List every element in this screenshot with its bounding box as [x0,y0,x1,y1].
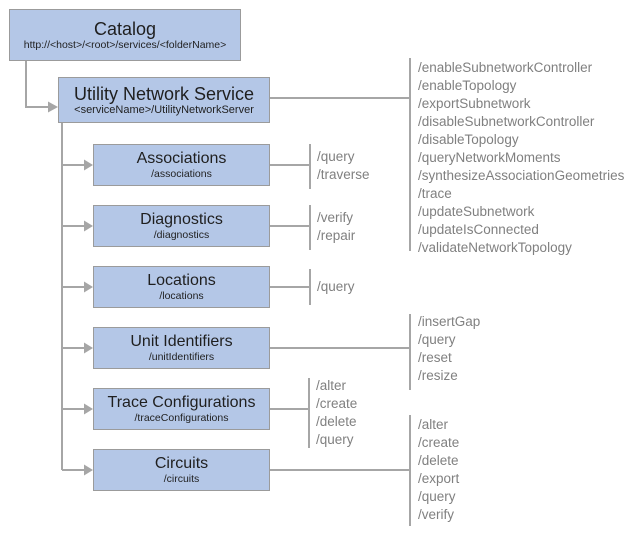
node-diagnostics: Diagnostics /diagnostics [93,205,270,247]
node-unit-identifiers: Unit Identifiers /unitIdentifiers [93,327,270,369]
connector-catalog-to-service [25,61,48,108]
operation-label: /queryNetworkMoments [418,150,561,165]
node-associations-title: Associations [136,150,227,167]
node-catalog-title: Catalog [93,18,157,39]
node-associations: Associations /associations [93,144,270,186]
arrowhead-associations [84,159,93,171]
operation-label: /verify [418,507,455,522]
operations-list-diagnostics: /verify/repair [317,209,355,245]
node-utility-network-service: Utility Network Service <serviceName>/Ut… [58,77,270,123]
node-trace-configurations-title: Trace Configurations [107,394,256,411]
operation-label: /delete [418,453,459,468]
node-circuits-title: Circuits [154,455,209,472]
node-trace-configurations: Trace Configurations /traceConfiguration… [93,388,270,430]
node-diagnostics-title: Diagnostics [140,211,223,228]
operation-label: /trace [418,186,452,201]
operation-label: /alter [418,417,449,432]
operation-label: /query [418,489,456,504]
operation-label: /export [418,471,460,486]
node-associations-subtitle: /associations [151,168,212,180]
operation-label: /synthesizeAssociationGeometries [418,168,625,183]
operation-label: /disableSubnetworkController [418,114,595,129]
node-unit-identifiers-title: Unit Identifiers [130,333,233,350]
arrowhead-service [48,101,58,113]
operation-label: /enableSubnetworkController [418,60,593,75]
operation-label: /updateIsConnected [418,222,539,237]
node-circuits-subtitle: /circuits [163,473,200,485]
operation-label: /insertGap [418,314,481,329]
operation-label: /verify [317,210,354,225]
node-circuits: Circuits /circuits [93,449,270,491]
operations-list-unit-identifiers: /insertGap/query/reset/resize [418,313,480,385]
operations-list-associations: /query/traverse [317,148,370,184]
operation-label: /query [316,432,354,447]
node-catalog: Catalog http://<host>/<root>/services/<f… [9,9,241,61]
arrowhead-circuits [84,464,93,476]
operations-list-circuits: /alter/create/delete/export/query/verify [418,416,459,524]
operations-list-locations: /query [317,278,355,296]
operation-label: /query [418,332,456,347]
operation-label: /reset [418,350,452,365]
operation-label: /create [316,396,358,411]
operation-label: /resize [418,368,458,383]
operation-label: /exportSubnetwork [418,96,531,111]
arrowhead-locations [84,281,93,293]
operation-label: /delete [316,414,357,429]
operations-list-utility-network-service: /enableSubnetworkController/enableTopolo… [418,59,624,257]
node-unit-identifiers-subtitle: /unitIdentifiers [148,351,215,363]
node-locations: Locations /locations [93,266,270,308]
arrowhead-diagnostics [84,220,93,232]
operation-label: /disableTopology [418,132,519,147]
node-trace-configurations-subtitle: /traceConfigurations [134,412,229,424]
node-utility-network-service-title: Utility Network Service [73,83,255,104]
node-catalog-subtitle: http://<host>/<root>/services/<folderNam… [23,38,227,51]
operation-label: /create [418,435,460,450]
arrowhead-unit-identifiers [84,342,93,354]
node-utility-network-service-subtitle: <serviceName>/UtilityNetworkServer [74,103,254,116]
arrowhead-trace-configurations [84,403,93,415]
operations-list-trace-configurations: /alter/create/delete/query [316,377,357,449]
operation-label: /query [317,279,355,294]
operation-label: /alter [316,378,347,393]
operation-label: /enableTopology [418,78,517,93]
node-locations-title: Locations [147,272,216,289]
node-locations-subtitle: /locations [159,290,204,302]
operation-label: /traverse [317,167,370,182]
operation-label: /updateSubnetwork [418,204,535,219]
operation-label: /validateNetworkTopology [418,240,572,255]
node-diagnostics-subtitle: /diagnostics [153,229,210,241]
operation-label: /repair [317,228,356,243]
operation-label: /query [317,149,355,164]
